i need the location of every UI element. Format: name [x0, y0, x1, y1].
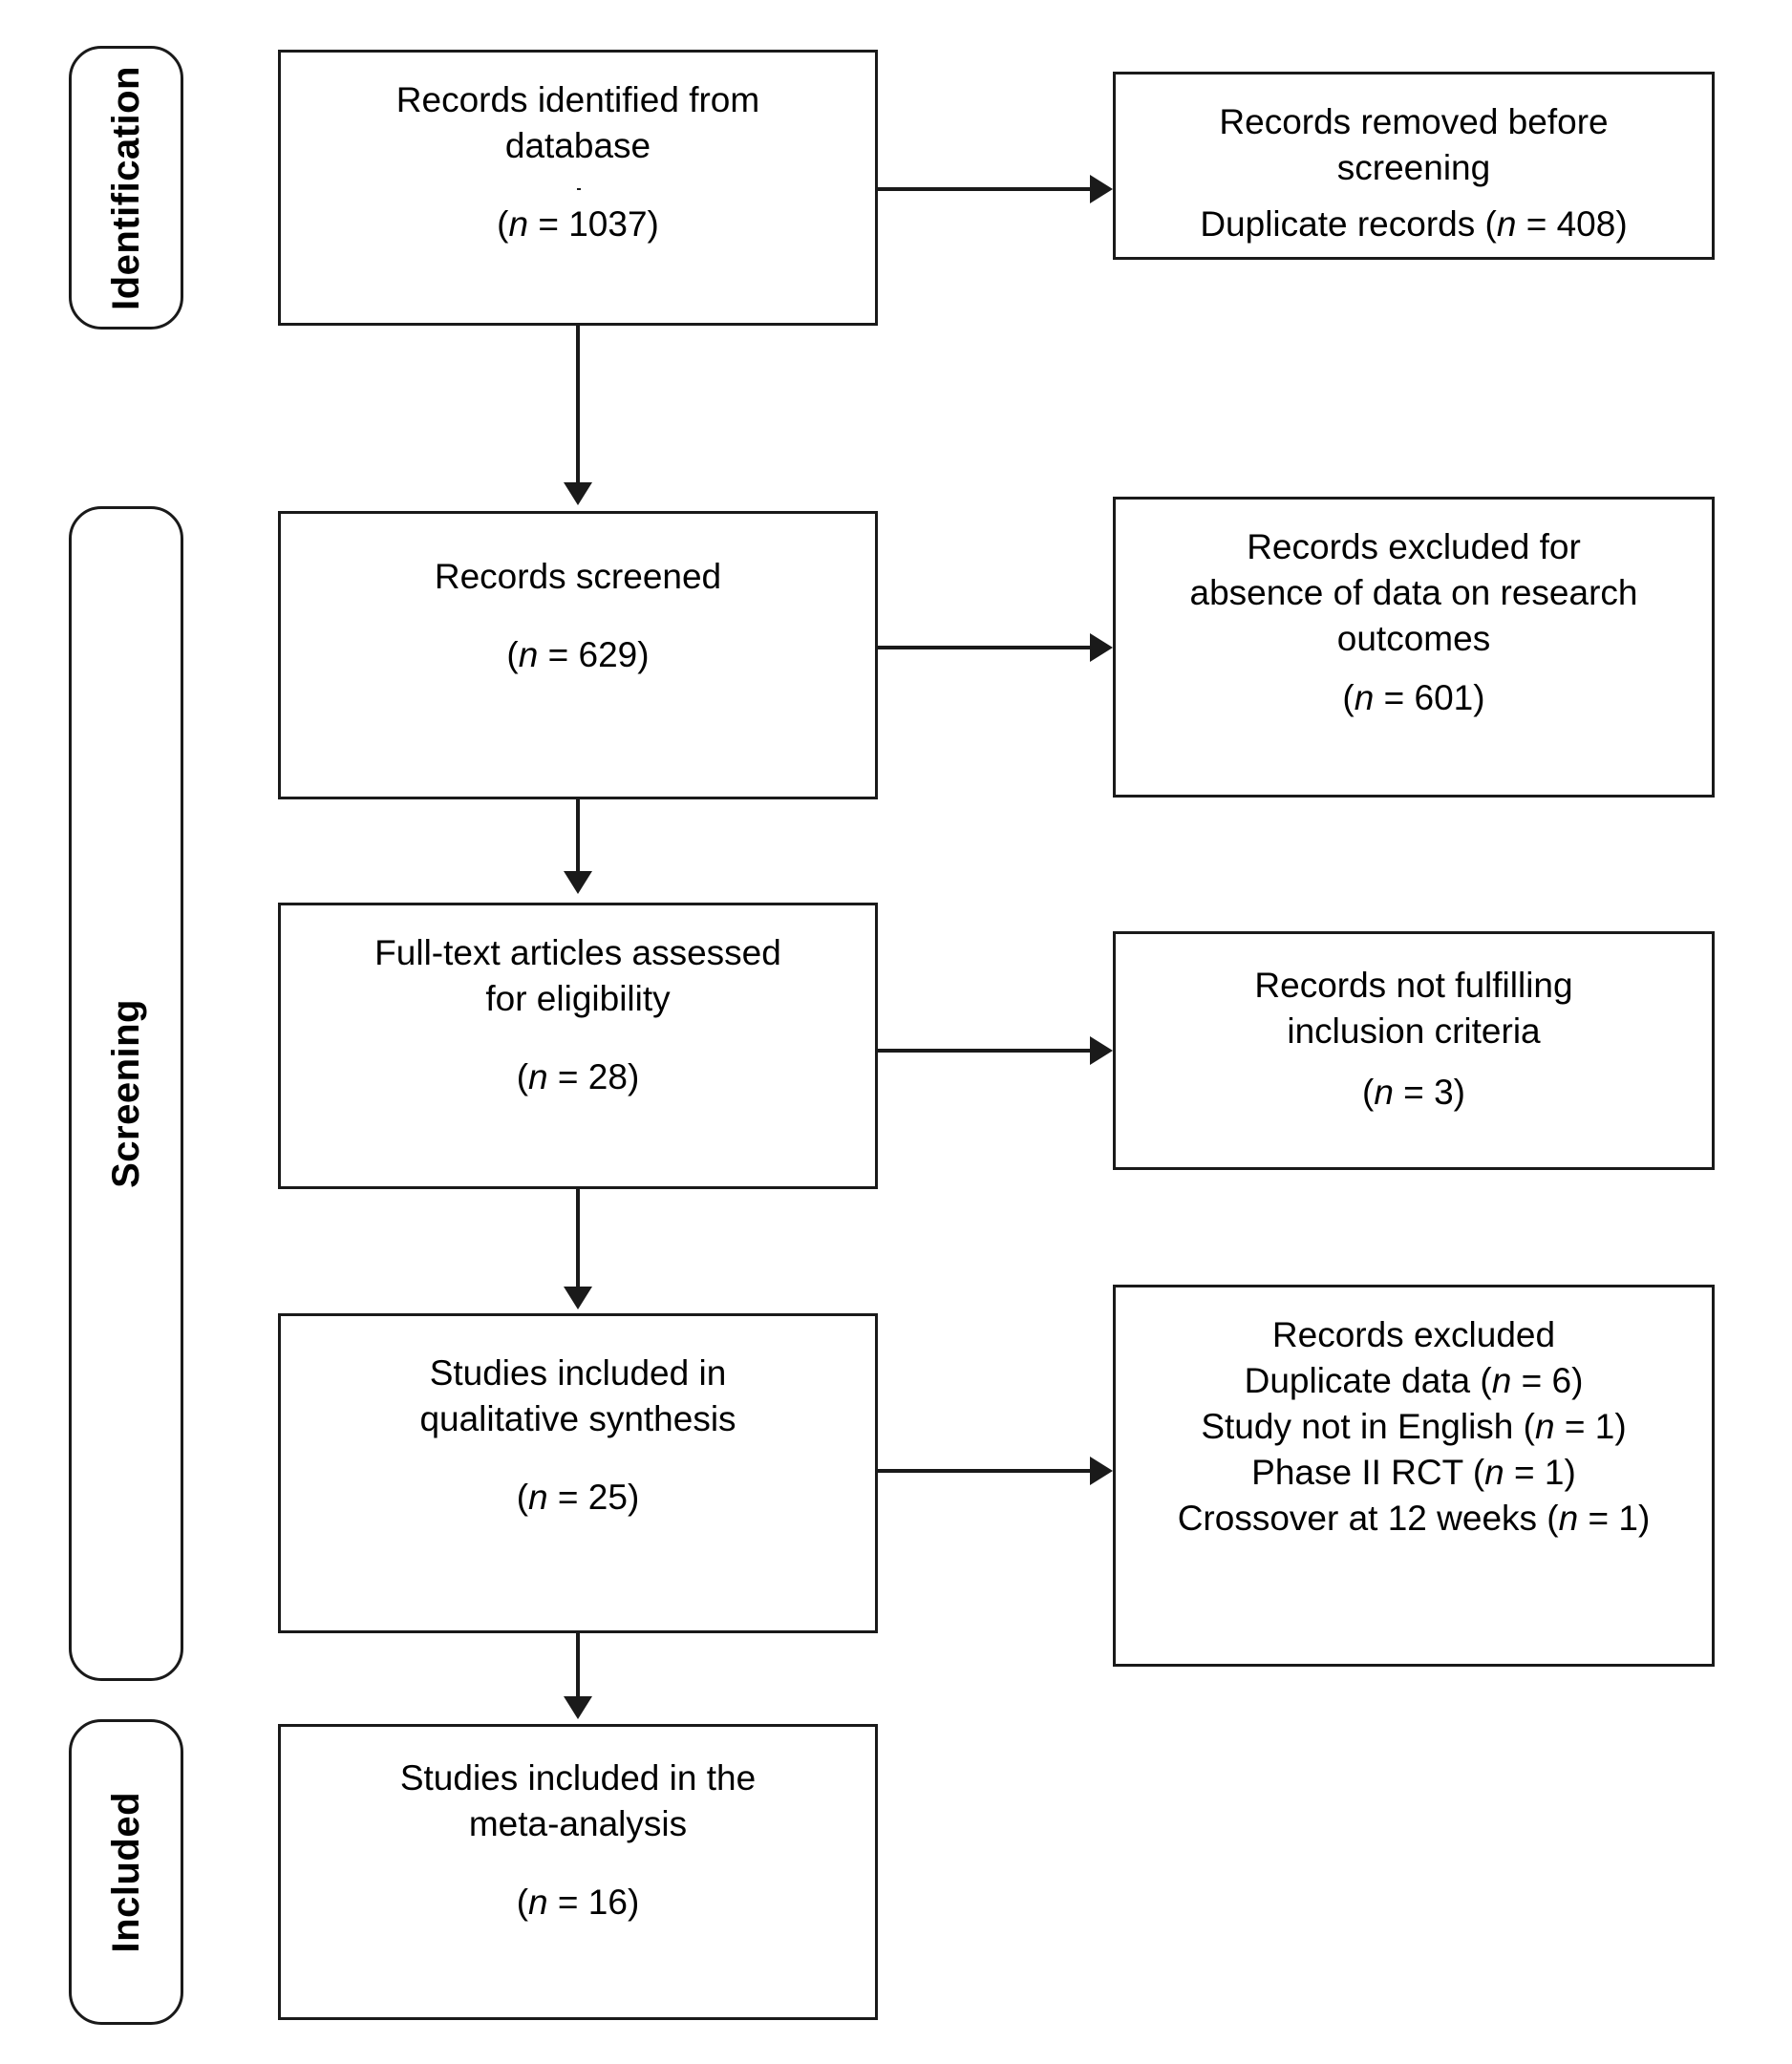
- box-records-excluded-detailed: Records excluded Duplicate data (n = 6) …: [1113, 1285, 1715, 1667]
- connector-fulltext-to-qualitative: [576, 1189, 580, 1289]
- box-excluded-no-data-line-1: Records excluded for: [1247, 527, 1581, 566]
- box-records-screened: Records screened (n = 629): [278, 511, 878, 799]
- stage-label-screening: Screening: [105, 999, 147, 1188]
- box-records-screened-line-1: Records screened: [434, 557, 722, 596]
- connector-screened-to-excluded: [878, 646, 1090, 649]
- stage-pill-identification: Identification: [69, 46, 183, 330]
- box-full-text-assessed: Full-text articles assessed for eligibil…: [278, 903, 878, 1189]
- n-value: 28: [587, 1057, 628, 1097]
- n-symbol: n: [528, 1057, 548, 1097]
- arrowhead-qualitative-to-excluded: [1090, 1457, 1113, 1485]
- spacer: [577, 188, 581, 190]
- box-records-screened-count: (n = 629): [506, 635, 650, 675]
- box-meta-analysis: Studies included in the meta-analysis (n…: [278, 1724, 878, 2020]
- n-value: 3: [1434, 1073, 1454, 1113]
- arrowhead-screened-to-excluded: [1090, 633, 1113, 662]
- n-value: 16: [587, 1883, 628, 1923]
- arrowhead-identified-to-screened: [564, 482, 592, 505]
- n-symbol: n: [508, 204, 529, 245]
- arrowhead-qualitative-to-meta: [564, 1696, 592, 1719]
- box-records-identified-line-1: Records identified from: [395, 80, 760, 119]
- connector-screened-to-fulltext: [576, 799, 580, 874]
- connector-identified-to-screened: [576, 326, 580, 486]
- box-excluded-no-data-count: (n = 601): [1342, 678, 1485, 718]
- n-symbol: n: [528, 1478, 548, 1518]
- box-meta-analysis-count: (n = 16): [516, 1883, 640, 1923]
- box-not-fulfilling-criteria-line-2: inclusion criteria: [1287, 1011, 1541, 1052]
- box-records-excluded-reason-4: Crossover at 12 weeks (n = 1): [1177, 1499, 1651, 1539]
- box-full-text-assessed-line-2: for eligibility: [485, 979, 671, 1019]
- n-value: 25: [587, 1478, 628, 1518]
- box-excluded-no-data-line-3: outcomes: [1336, 619, 1491, 659]
- n-symbol: n: [1374, 1073, 1394, 1113]
- n-value: 408: [1556, 203, 1616, 244]
- n-value: 1037: [568, 204, 648, 245]
- box-records-excluded-header: Records excluded: [1271, 1315, 1556, 1354]
- box-excluded-no-data-line-2: absence of data on research: [1189, 573, 1638, 613]
- box-qualitative-synthesis-line-2: qualitative synthesis: [419, 1399, 736, 1439]
- box-records-identified: Records identified from database (n = 10…: [278, 50, 878, 326]
- box-not-fulfilling-criteria-line-1: Records not fulfilling: [1254, 966, 1573, 1005]
- connector-qualitative-to-meta: [576, 1633, 580, 1698]
- connector-qualitative-to-excluded: [878, 1469, 1090, 1473]
- box-records-excluded-reason-1: Duplicate data (n = 6): [1244, 1361, 1584, 1401]
- box-records-identified-count: (n = 1037): [497, 204, 659, 245]
- box-records-excluded-reason-3: Phase II RCT (n = 1): [1251, 1453, 1576, 1493]
- n-symbol: n: [1496, 203, 1517, 244]
- n-value: 601: [1414, 678, 1474, 718]
- n-symbol: n: [1354, 678, 1375, 718]
- box-records-removed: Records removed before screening Duplica…: [1113, 72, 1715, 260]
- box-records-excluded-reason-2: Study not in English (n = 1): [1201, 1407, 1627, 1447]
- box-qualitative-synthesis-line-1: Studies included in: [429, 1353, 727, 1393]
- box-not-fulfilling-criteria: Records not fulfilling inclusion criteri…: [1113, 931, 1715, 1170]
- stage-pill-included: Included: [69, 1719, 183, 2025]
- n-value: 629: [578, 635, 638, 675]
- box-excluded-no-data: Records excluded for absence of data on …: [1113, 497, 1715, 798]
- n-symbol: n: [528, 1883, 548, 1923]
- box-meta-analysis-line-1: Studies included in the: [399, 1758, 757, 1798]
- stage-pill-screening: Screening: [69, 506, 183, 1681]
- box-records-removed-line-1: Records removed before: [1219, 102, 1609, 141]
- box-full-text-assessed-count: (n = 28): [516, 1057, 640, 1097]
- connector-identified-to-removed: [878, 187, 1090, 191]
- box-not-fulfilling-criteria-count: (n = 3): [1362, 1073, 1465, 1113]
- box-meta-analysis-line-2: meta-analysis: [468, 1804, 688, 1844]
- box-qualitative-synthesis-count: (n = 25): [516, 1478, 640, 1518]
- connector-fulltext-to-notfulfilling: [878, 1049, 1090, 1053]
- n-symbol: n: [518, 635, 539, 675]
- arrowhead-fulltext-to-notfulfilling: [1090, 1036, 1113, 1065]
- stage-label-identification: Identification: [105, 65, 147, 310]
- stage-label-included: Included: [105, 1791, 147, 1953]
- box-qualitative-synthesis: Studies included in qualitative synthesi…: [278, 1313, 878, 1633]
- arrowhead-fulltext-to-qualitative: [564, 1287, 592, 1309]
- box-records-identified-line-2: database: [504, 126, 651, 166]
- box-records-removed-detail: Duplicate records (n = 408): [1200, 203, 1628, 244]
- box-full-text-assessed-line-1: Full-text articles assessed: [374, 933, 781, 972]
- box-records-removed-line-2: screening: [1336, 148, 1491, 188]
- arrowhead-identified-to-removed: [1090, 175, 1113, 203]
- arrowhead-screened-to-fulltext: [564, 871, 592, 894]
